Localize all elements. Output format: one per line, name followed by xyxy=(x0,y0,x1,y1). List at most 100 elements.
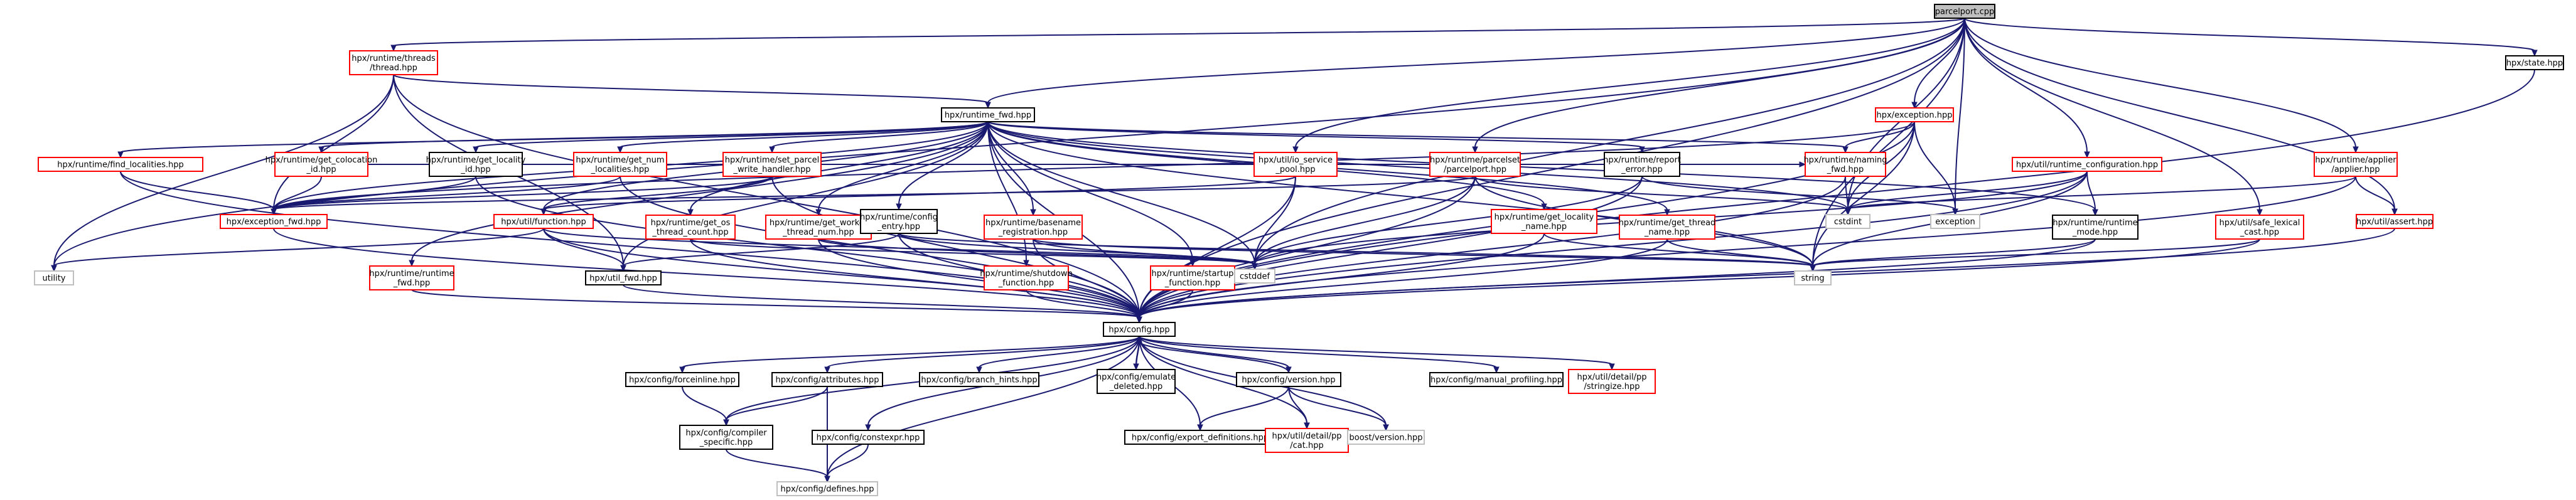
edge-line xyxy=(1139,336,1613,365)
edge-line xyxy=(1845,176,1849,210)
edge-cfgentry-to-utilfwd xyxy=(620,233,899,272)
node-threads[interactable]: hpx/runtime/threads/thread.hpp xyxy=(349,50,438,75)
node-utility[interactable]: utility xyxy=(34,270,74,285)
edge-arrowhead xyxy=(985,102,991,109)
edge-line xyxy=(1914,121,1956,210)
edge-line xyxy=(1641,176,1956,210)
edge-assert-to-config xyxy=(1136,228,2395,324)
edge-arrowhead xyxy=(617,146,623,154)
node-getlocid[interactable]: hpx/runtime/get_locality_id.hpp xyxy=(426,152,526,177)
node-label: hpx/runtime/runtime xyxy=(369,269,454,279)
edge-version-to-exportdef xyxy=(1197,386,1289,432)
node-box xyxy=(860,209,938,234)
node-cstddef[interactable]: cstddef xyxy=(1234,269,1275,284)
edge-forceinline-to-compiler xyxy=(682,386,729,427)
node-pport[interactable]: hpx/runtime/parcelset/parcelport.hpp xyxy=(1429,152,1521,177)
node-label: hpx/runtime/get_os xyxy=(651,218,731,228)
node-boostver[interactable]: boost/version.hpp xyxy=(1347,430,1425,445)
node-iosvc[interactable]: hpx/util/io_service_pool.hpp xyxy=(1253,152,1338,177)
node-getosthr[interactable]: hpx/runtime/get_os_thread_count.hpp xyxy=(645,215,736,240)
node-basename[interactable]: hpx/runtime/basename_registration.hpp xyxy=(984,215,1083,240)
node-applier[interactable]: hpx/runtime/applier/applier.hpp xyxy=(2314,152,2398,177)
edge-rfwd-to-getlocid xyxy=(473,121,989,154)
node-branch[interactable]: hpx/config/branch_hints.hpp xyxy=(919,372,1039,387)
node-label: _specific.hpp xyxy=(699,438,753,447)
edge-arrowhead xyxy=(1609,363,1615,371)
node-label: _function.hpp xyxy=(998,279,1054,288)
node-utilfwd[interactable]: hpx/util_fwd.hpp xyxy=(585,270,662,285)
node-exception[interactable]: exception xyxy=(1930,214,1980,229)
node-emulate[interactable]: hpx/config/emulate_deleted.hpp xyxy=(1097,369,1176,394)
node-getlocname[interactable]: hpx/runtime/get_locality_name.hpp xyxy=(1491,209,1597,234)
edges-layer xyxy=(51,18,2538,483)
node-stringize[interactable]: hpx/util/detail/pp/stringize.hpp xyxy=(1568,369,1656,394)
node-profiling[interactable]: hpx/config/manual_profiling.hpp xyxy=(1429,372,1564,387)
edge-arrowhead xyxy=(409,260,415,267)
node-label: hpx/config/attributes.hpp xyxy=(775,376,879,385)
edge-arrowhead xyxy=(2084,151,2090,159)
node-startup[interactable]: hpx/runtime/startup_function.hpp xyxy=(1150,265,1235,290)
node-forceinline[interactable]: hpx/config/forceinline.hpp xyxy=(625,372,739,387)
edge-arrowhead xyxy=(824,366,830,374)
node-label: hpx/runtime/startup xyxy=(1152,269,1234,279)
edge-line xyxy=(827,336,1140,368)
node-rtfwd2[interactable]: hpx/runtime/runtime_fwd.hpp xyxy=(369,265,454,290)
node-label: /cat.hpp xyxy=(1290,441,1323,450)
node-findloc[interactable]: hpx/runtime/find_localities.hpp xyxy=(38,157,203,172)
node-rtmode[interactable]: hpx/runtime/runtime_mode.hpp xyxy=(2052,215,2139,240)
node-getthrname[interactable]: hpx/runtime/get_thread_name.hpp xyxy=(1619,215,1716,240)
node-getnumloc[interactable]: hpx/runtime/get_num_localities.hpp xyxy=(573,152,667,177)
node-cstdint[interactable]: cstdint xyxy=(1825,214,1870,229)
edge-line xyxy=(1964,18,2088,153)
node-defines[interactable]: hpx/config/defines.hpp xyxy=(776,481,878,496)
node-shutdown[interactable]: hpx/runtime/shutdown_function.hpp xyxy=(980,265,1073,290)
node-getworker[interactable]: hpx/runtime/get_worker_thread_num.hpp xyxy=(765,215,872,240)
node-compiler[interactable]: hpx/config/compiler_specific.hpp xyxy=(679,425,773,450)
node-box xyxy=(1604,152,1680,177)
node-function[interactable]: hpx/util/function.hpp xyxy=(493,214,594,229)
edge-arrowhead xyxy=(1304,422,1310,430)
node-config[interactable]: hpx/config.hpp xyxy=(1103,322,1176,337)
edge-line xyxy=(1199,386,1289,426)
node-attributes[interactable]: hpx/config/attributes.hpp xyxy=(771,372,883,387)
node-safelex[interactable]: hpx/util/safe_lexical_cast.hpp xyxy=(2215,215,2304,240)
node-label: /stringize.hpp xyxy=(1584,382,1640,391)
node-exc[interactable]: hpx/exception.hpp xyxy=(1875,107,1954,122)
edge-arrowhead xyxy=(679,366,685,374)
node-assert[interactable]: hpx/util/assert.hpp xyxy=(2356,214,2434,229)
edge-line xyxy=(682,386,727,421)
node-exportdef[interactable]: hpx/config/export_definitions.hpp xyxy=(1124,430,1276,445)
node-label: hpx/runtime/find_localities.hpp xyxy=(57,161,184,170)
node-version[interactable]: hpx/config/version.hpp xyxy=(1236,372,1341,387)
edge-constexpr-to-defines xyxy=(824,444,869,483)
node-state[interactable]: hpx/state.hpp xyxy=(2505,55,2564,70)
node-rtconf[interactable]: hpx/util/runtime_configuration.hpp xyxy=(2012,157,2162,172)
node-constexpr[interactable]: hpx/config/constexpr.hpp xyxy=(812,430,925,445)
node-excfwd[interactable]: hpx/exception_fwd.hpp xyxy=(220,214,328,229)
node-label: hpx/runtime/get_worker xyxy=(770,218,868,228)
node-cfgentry[interactable]: hpx/runtime/config_entry.hpp xyxy=(860,209,938,234)
edge-arrowhead xyxy=(51,265,57,272)
node-getcoloc[interactable]: hpx/runtime/get_colocation_id.hpp xyxy=(266,152,378,177)
node-setparcel[interactable]: hpx/runtime/set_parcel_write_handler.hpp xyxy=(722,152,822,177)
edge-root-to-rtconf xyxy=(1964,18,2090,159)
node-box xyxy=(679,425,773,450)
node-box xyxy=(812,430,925,445)
edge-line xyxy=(1139,233,1545,318)
node-root[interactable]: parcelport.cpp xyxy=(1934,4,1995,19)
node-cat[interactable]: hpx/util/detail/pp/cat.hpp xyxy=(1265,428,1349,453)
edge-line xyxy=(1033,238,1813,267)
edge-rfwd-to-rtfwd2 xyxy=(409,121,989,267)
edge-arrowhead xyxy=(1845,208,1851,216)
edge-arrowhead xyxy=(390,45,397,52)
node-naming[interactable]: hpx/runtime/naming_fwd.hpp xyxy=(1803,152,1887,177)
node-box xyxy=(1930,214,1980,229)
node-reporterr[interactable]: hpx/runtime/report_error.hpp xyxy=(1603,152,1681,177)
node-label: boost/version.hpp xyxy=(1350,434,1423,443)
edge-line xyxy=(1964,18,2395,210)
edge-version-to-config xyxy=(1136,335,1289,373)
edge-line xyxy=(620,121,989,148)
node-rfwd[interactable]: hpx/runtime_fwd.hpp xyxy=(941,107,1035,122)
node-string[interactable]: string xyxy=(1794,270,1832,285)
